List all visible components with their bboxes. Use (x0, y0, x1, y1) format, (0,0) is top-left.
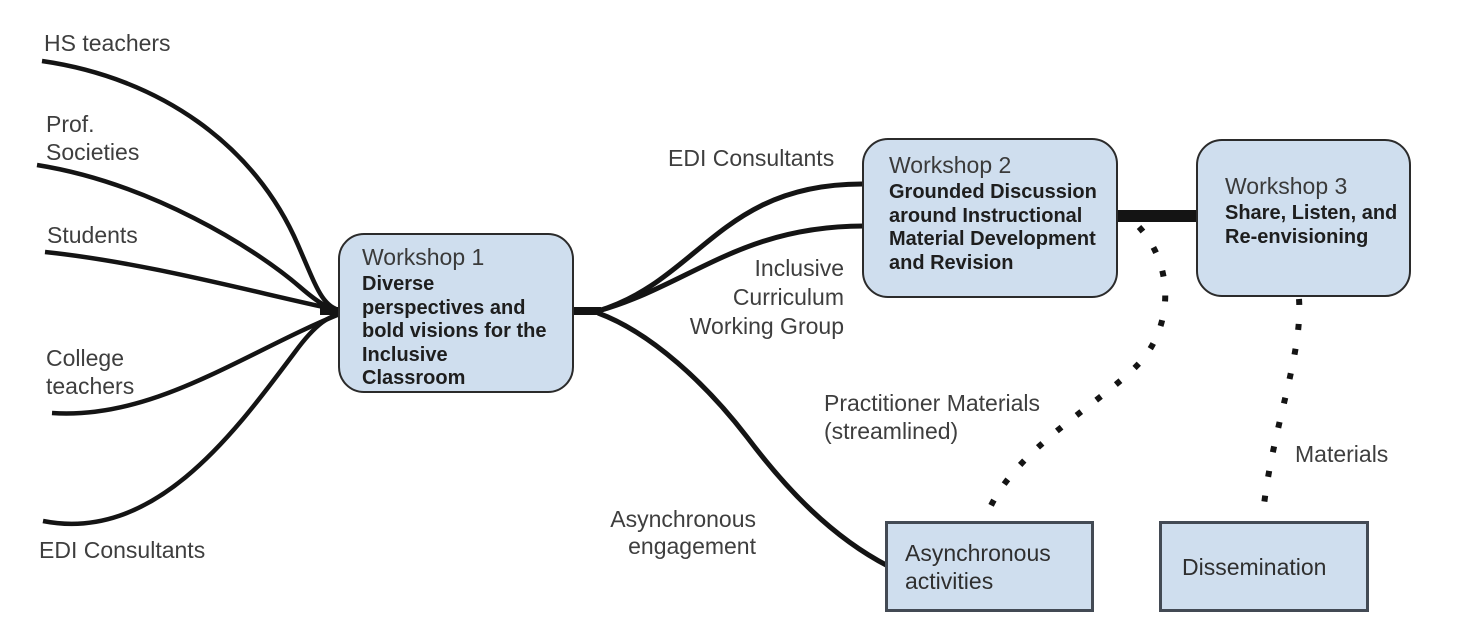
edge-label-practitioner-materials: Practitioner Materials (streamlined) (824, 390, 1041, 444)
edge-label-edi-consultants: EDI Consultants (668, 145, 835, 171)
input-label-hs-teachers: HS teachers (44, 30, 171, 56)
input-label-college-teachers: College teachers (46, 345, 135, 399)
input-label-prof-societies: Prof. Societies (46, 111, 140, 165)
edge-workshop1-to-workshop2-lower (597, 223, 865, 314)
workshop-3-title: Workshop 3 (1225, 173, 1348, 199)
edge-workshop1-to-workshop2-upper (597, 181, 865, 314)
workshop-3-description: Share, Listen, and Re-envisioning (1225, 202, 1398, 248)
edge-edi-consultants-to-workshop1 (42, 310, 343, 526)
edge-students-to-workshop1 (44, 249, 343, 314)
node-dissemination: Dissemination (1159, 521, 1369, 612)
node-asynchronous-activities: Asynchronous activities (885, 521, 1094, 612)
node-workshop-3: Workshop 3 Share, Listen, and Re-envisio… (1196, 139, 1411, 297)
asynchronous-activities-label: Asynchronous activities (905, 539, 1051, 594)
edge-label-materials: Materials (1295, 441, 1389, 467)
edge-hs-teachers-to-workshop1 (41, 58, 343, 314)
edge-college-teachers-to-workshop1 (51, 310, 343, 416)
workshop-1-description: Diverse perspectives and bold visions fo… (362, 273, 547, 389)
workshop-1-title: Workshop 1 (362, 244, 485, 270)
edge-workshop1-to-async-activities (597, 310, 890, 569)
input-label-students: Students (47, 222, 138, 248)
workshop-2-description: Grounded Discussion around Instructional… (889, 181, 1097, 274)
edge-workshop3-to-dissemination-dotted (1260, 298, 1303, 515)
workshop-2-title: Workshop 2 (889, 152, 1012, 178)
node-workshop-1: Workshop 1 Diverse perspectives and bold… (338, 233, 574, 393)
edge-label-inclusive-curriculum-working-group: Inclusive Curriculum Working Group (689, 255, 844, 339)
edge-label-asynchronous-engagement: Asynchronous engagement (610, 506, 756, 559)
dissemination-label: Dissemination (1182, 553, 1327, 580)
node-workshop-2: Workshop 2 Grounded Discussion around In… (862, 138, 1118, 298)
input-label-edi-consultants: EDI Consultants (39, 537, 206, 563)
